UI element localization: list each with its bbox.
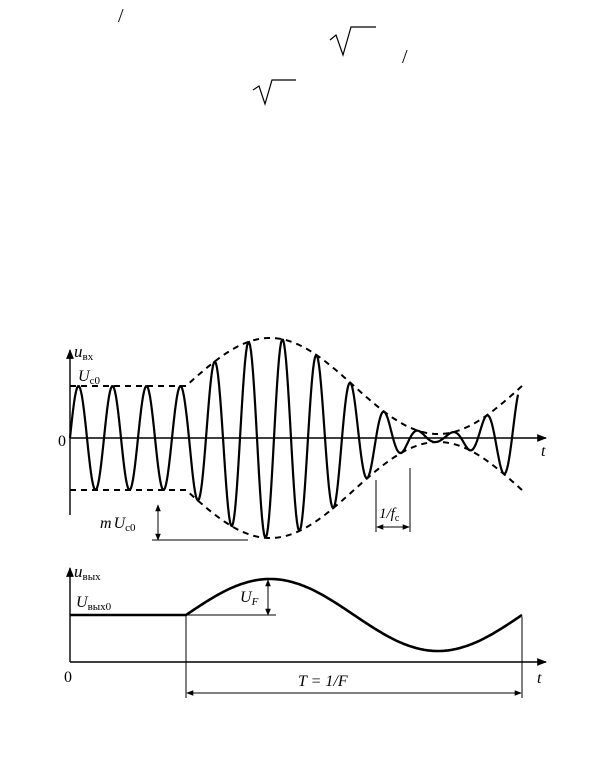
output-origin-label: 0 xyxy=(64,669,72,686)
input-origin-label: 0 xyxy=(58,433,66,450)
input-time-label: t xyxy=(541,443,546,460)
output-axis-label: uвых xyxy=(74,562,101,583)
radical-sign-1 xyxy=(329,26,376,57)
input-axis-label: uвх xyxy=(74,342,94,363)
slash-fragment-1: / xyxy=(118,5,124,27)
carrier-period-label: 1/fc xyxy=(379,506,400,524)
output-time-label: t xyxy=(537,670,542,687)
carrier-amplitude-label: Uc0 xyxy=(78,368,100,387)
lower-envelope xyxy=(70,441,523,539)
top-fragments: / / xyxy=(118,5,408,107)
modulation-period-label: T = 1/F xyxy=(298,673,348,690)
am-carrier-wave xyxy=(68,338,520,539)
radical-sign-2 xyxy=(252,79,296,107)
output-plot: uвых t 0 Uвых0 UF T = 1/F xyxy=(64,562,547,698)
upper-envelope xyxy=(70,337,523,435)
modulation-amplitude-label: UF xyxy=(240,589,259,608)
demodulated-output-wave xyxy=(70,577,523,653)
slash-fragment-2: / xyxy=(402,46,408,68)
output-level-label: Uвых0 xyxy=(76,594,112,613)
